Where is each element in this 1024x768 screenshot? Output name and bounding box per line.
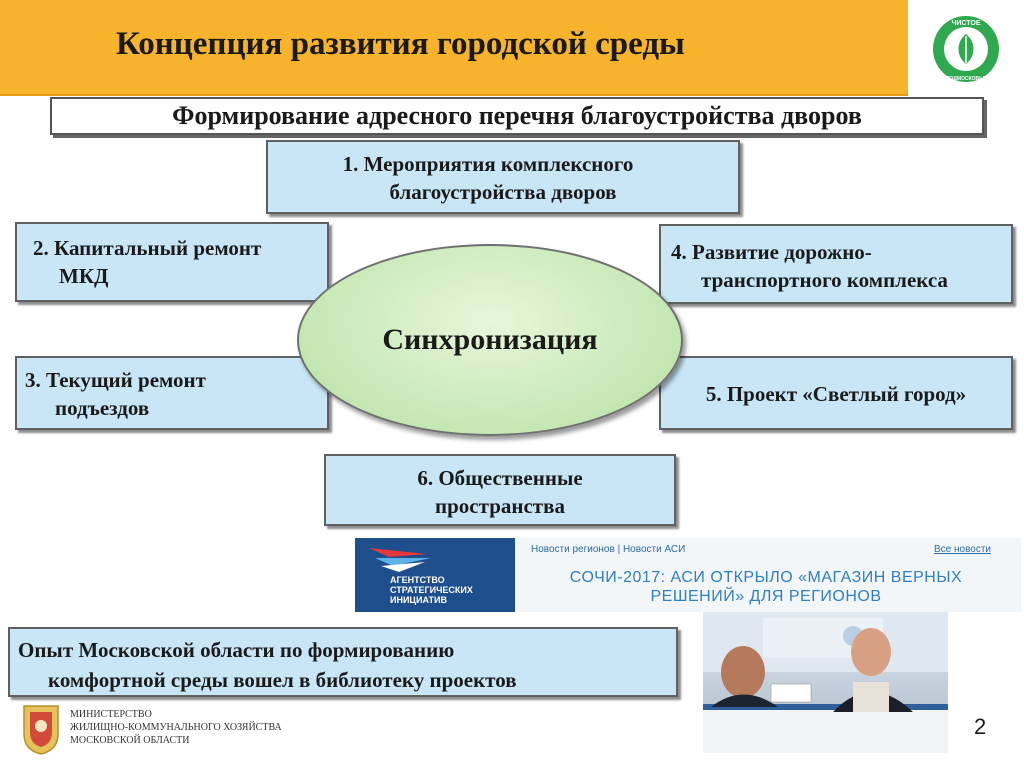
logo-text-top: ЧИСТОЕ — [951, 20, 980, 27]
box-line: транспортного комплекса — [701, 268, 948, 292]
logo-text-bottom: ПОДМОСКОВЬЕ — [946, 76, 987, 82]
box-current-repair: 3. Текущий ремонт подъездов — [15, 356, 329, 430]
box-line: МКД — [59, 264, 109, 288]
page-title: Концепция развития городской среды — [116, 26, 685, 62]
box-line: благоустройства дворов — [389, 180, 617, 204]
agency-line: АГЕНТСТВО — [390, 575, 445, 585]
box-capital-repair: 2. Капитальный ремонт МКД — [15, 222, 329, 302]
news-nav-links[interactable]: Новости регионов | Новости АСИ — [531, 544, 686, 555]
box-line: пространства — [435, 494, 565, 518]
box-line: 5. Проект «Светлый город» — [705, 382, 967, 406]
box-line: комфортной среды вошел в библиотеку прое… — [48, 668, 517, 692]
box-line: 1. Мероприятия комплексного — [342, 152, 634, 176]
box-line: 4. Развитие дорожно- — [671, 240, 872, 264]
news-headline: СОЧИ-2017: АСИ ОТКРЫЛО «МАГАЗИН ВЕРНЫХ Р… — [569, 569, 963, 605]
ministry-line: МИНИСТЕРСТВО — [70, 709, 152, 720]
synchronization-ellipse: Синхронизация — [297, 244, 683, 436]
ministry-line: ЖИЛИЩНО-КОММУНАЛЬНОГО ХОЗЯЙСТВА — [70, 722, 282, 733]
agency-line: ИНИЦИАТИВ — [390, 595, 447, 605]
all-news-link[interactable]: Все новости — [933, 544, 991, 555]
header-bar: Концепция развития городской среды — [0, 0, 908, 96]
box-public-spaces: 6. Общественные пространства — [324, 454, 676, 526]
conference-photo — [703, 612, 948, 753]
asi-logo-panel: АГЕНТСТВО СТРАТЕГИЧЕСКИХ ИНИЦИАТИВ — [355, 538, 515, 612]
moscow-region-coat-of-arms-icon — [23, 705, 59, 755]
asi-arrow-icon — [369, 548, 431, 572]
asi-news-banner: АГЕНТСТВО СТРАТЕГИЧЕСКИХ ИНИЦИАТИВ Новос… — [355, 538, 1021, 612]
box-bright-city: 5. Проект «Светлый город» — [659, 356, 1013, 430]
moscow-region-experience-box: Опыт Московской области по формированию … — [8, 627, 678, 697]
box-line: 6. Общественные — [417, 466, 583, 490]
ministry-name: МИНИСТЕРСТВО ЖИЛИЩНО-КОММУНАЛЬНОГО ХОЗЯЙ… — [70, 708, 282, 747]
box-road-transport: 4. Развитие дорожно- транспортного компл… — [659, 224, 1013, 304]
box-line: подъездов — [55, 396, 150, 420]
box-line: Опыт Московской области по формированию — [18, 638, 455, 662]
page-number: 2 — [974, 714, 987, 739]
asi-agency-name: АГЕНТСТВО СТРАТЕГИЧЕСКИХ ИНИЦИАТИВ — [390, 575, 473, 605]
agency-line: СТРАТЕГИЧЕСКИХ — [390, 585, 473, 595]
ministry-line: МОСКОВСКОЙ ОБЛАСТИ — [70, 735, 190, 746]
box-line: 3. Текущий ремонт — [25, 368, 206, 392]
section-subtitle: Формирование адресного перечня благоустр… — [50, 97, 984, 135]
box-complex-improvement: 1. Мероприятия комплексного благоустройс… — [266, 140, 740, 214]
synchronization-label: Синхронизация — [382, 323, 598, 356]
chistoe-podmoskovye-logo: ЧИСТОЕ ПОДМОСКОВЬЕ — [933, 16, 999, 82]
box-line: 2. Капитальный ремонт — [33, 236, 262, 260]
conference-scene — [703, 612, 948, 753]
